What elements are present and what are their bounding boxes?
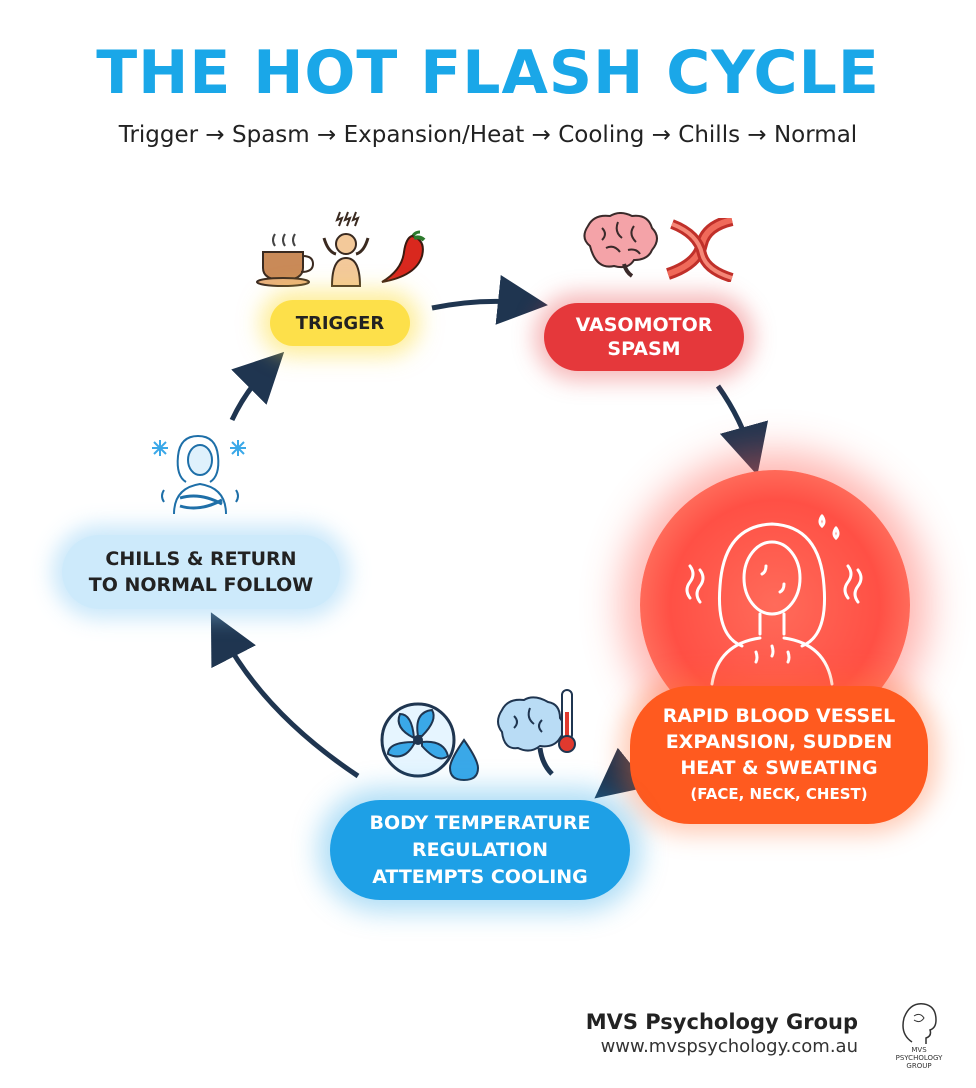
stage-chills-return: CHILLS & RETURN TO NORMAL FOLLOW <box>62 535 340 609</box>
arrow-cooling-to-chills <box>210 612 360 779</box>
stage-chills-line-1: CHILLS & RETURN <box>105 548 297 570</box>
head-profile-icon <box>902 1003 937 1044</box>
footer-website-link[interactable]: www.mvspsychology.com.au <box>600 1036 858 1057</box>
water-drop-icon <box>448 738 480 782</box>
stage-heat-line-4: (FACE, NECK, CHEST) <box>690 785 868 803</box>
stage-cooling-line-3: ATTEMPTS COOLING <box>372 865 588 888</box>
page-subtitle: Trigger → Spasm → Expansion/Heat → Cooli… <box>118 122 858 148</box>
brain-icon <box>583 212 658 278</box>
stage-heat-line-3: HEAT & SWEATING <box>680 757 878 779</box>
stage-cooling-line-1: BODY TEMPERATURE <box>369 811 591 834</box>
page-title: THE HOT FLASH CYCLE <box>96 38 880 108</box>
stage-chills-line-2: TO NORMAL FOLLOW <box>88 574 314 596</box>
logo-text: MVS PSYCHOLOGY GROUP <box>895 1046 943 1070</box>
stage-spasm-line-2: SPASM <box>607 338 681 360</box>
stage-heat-expansion: RAPID BLOOD VESSEL EXPANSION, SUDDEN HEA… <box>630 686 928 824</box>
stage-trigger: TRIGGER <box>270 300 410 346</box>
stage-vasomotor-spasm: VASOMOTOR SPASM <box>544 303 744 371</box>
org-logo: MVS PSYCHOLOGY GROUP <box>890 998 948 1078</box>
arrow-spasm-to-heat <box>715 384 769 476</box>
stage-heat-line-2: EXPANSION, SUDDEN <box>665 731 893 753</box>
stage-trigger-label: TRIGGER <box>295 312 385 334</box>
blood-vessel-icon <box>665 218 734 282</box>
coffee-cup-icon <box>256 233 315 287</box>
stage-cooling-line-2: REGULATION <box>411 838 549 861</box>
stressed-person-icon <box>322 211 370 287</box>
stage-body-cooling: BODY TEMPERATURE REGULATION ATTEMPTS COO… <box>330 800 630 900</box>
arrow-heat-to-cooling <box>594 747 650 799</box>
brain-thermometer-icon <box>497 689 576 776</box>
sweating-woman-icon <box>685 514 863 686</box>
fan-icon <box>380 702 456 778</box>
chili-pepper-icon <box>381 230 426 283</box>
shivering-woman-icon <box>152 434 246 515</box>
stage-heat-line-1: RAPID BLOOD VESSEL <box>662 705 896 727</box>
arrow-chills-to-trigger <box>229 351 285 422</box>
arrow-trigger-to-spasm <box>431 275 548 325</box>
snowflake-icon <box>152 440 168 456</box>
footer-org-name: MVS Psychology Group <box>585 1010 858 1034</box>
stage-spasm-line-1: VASOMOTOR <box>575 314 713 336</box>
